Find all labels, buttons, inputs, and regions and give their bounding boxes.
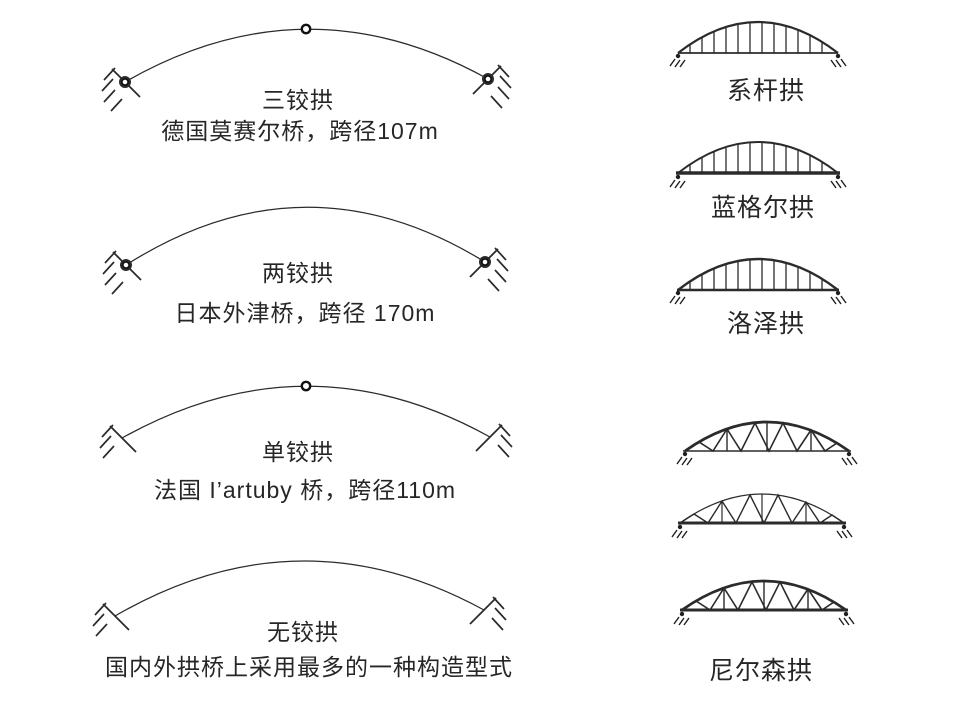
bridge-support-icon — [836, 524, 853, 539]
fixed-support-icon — [469, 596, 507, 631]
bridge-support-icon — [673, 611, 690, 626]
three-hinged-arch-drawing — [101, 23, 512, 112]
bridge-support-icon — [669, 53, 686, 68]
bridge-support-icon — [671, 524, 688, 539]
bridge-support-icon — [669, 174, 686, 189]
hingeless-arch-drawing — [92, 560, 507, 637]
bridge-support-icon — [841, 451, 858, 466]
arch-example-caption: 法国 I’artuby 桥，跨径110m — [153, 477, 457, 503]
arch-type-label: 两铰拱 — [262, 260, 334, 286]
arch-example-caption: 日本外津桥，跨径 170m — [174, 300, 436, 326]
truss-arch-drawing-1 — [676, 420, 858, 466]
pin-support-icon — [469, 247, 509, 292]
pin-support-icon — [472, 64, 512, 109]
arch-type-label: 三铰拱 — [262, 87, 334, 113]
bridge-support-icon — [676, 451, 693, 466]
bridge-type-label: 蓝格尔拱 — [710, 194, 815, 222]
bridge-type-label: 尼尔森拱 — [708, 657, 813, 685]
tied-arch-drawing — [669, 20, 847, 68]
bridge-support-icon — [669, 290, 686, 305]
bridge-support-icon — [830, 290, 847, 305]
single-hinged-arch-drawing — [99, 380, 513, 459]
crown-hinge-icon — [300, 380, 312, 392]
arch-example-caption: 国内外拱桥上采用最多的一种构造型式 — [105, 654, 513, 680]
bridge-support-icon — [838, 611, 855, 626]
two-hinged-arch-drawing — [102, 206, 509, 295]
arch-type-label: 单铰拱 — [262, 439, 334, 465]
bridge-type-label: 系杆拱 — [726, 77, 805, 105]
bridge-support-icon — [830, 174, 847, 189]
bridge-type-label: 洛泽拱 — [726, 310, 805, 338]
arch-type-label: 无铰拱 — [267, 619, 339, 645]
fixed-support-icon — [92, 602, 130, 637]
crown-hinge-icon — [300, 23, 312, 35]
bridge-support-icon — [830, 53, 847, 68]
truss-arch-drawing-2 — [671, 493, 853, 539]
arch-example-caption: 德国莫赛尔桥，跨径107m — [161, 118, 439, 144]
lohse-arch-drawing — [669, 257, 847, 305]
fixed-support-icon — [475, 423, 513, 458]
truss-arch-drawing-3 — [673, 579, 855, 626]
langer-arch-drawing — [669, 141, 847, 189]
